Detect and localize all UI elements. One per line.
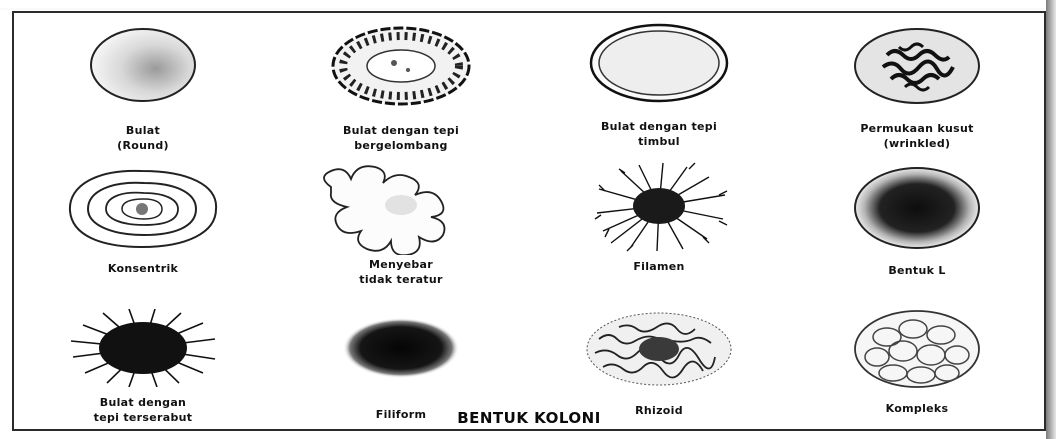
colony-cell-irregular: Menyebar tidak teratur	[272, 157, 530, 287]
colony-label-wrinkled: Permukaan kusut (wrinkled)	[788, 121, 1046, 151]
concentric-colony-drawing	[58, 163, 228, 253]
filament-colony-drawing	[579, 159, 739, 253]
round-colony-drawing	[83, 25, 203, 105]
colony-cell-raised-rim: Bulat dengan tepi timbul	[530, 21, 788, 149]
rhizoid-colony-drawing	[579, 309, 739, 389]
colony-cell-rhizoid: Rhizoid	[530, 309, 788, 418]
colony-cell-complex: Kompleks	[788, 307, 1046, 416]
colony-label-concentric: Konsentrik	[14, 261, 272, 276]
right-edge-shadow	[1046, 0, 1056, 439]
colony-label-round: Bulat (Round)	[14, 123, 272, 153]
filiform-colony-drawing	[336, 315, 466, 381]
colony-cell-wrinkled: Permukaan kusut (wrinkled)	[788, 25, 1046, 151]
colony-cell-round: Bulat (Round)	[14, 25, 272, 153]
diagram-title: BENTUK KOLONI	[14, 409, 1044, 427]
colony-label-raised-rim: Bulat dengan tepi timbul	[530, 119, 788, 149]
colony-cell-concentric: Konsentrik	[14, 163, 272, 276]
colony-label-irregular: Menyebar tidak teratur	[272, 257, 530, 287]
wavy-edge-colony-drawing	[326, 25, 476, 107]
colony-label-filament: Filamen	[530, 259, 788, 274]
colony-label-wavy: Bulat dengan tepi bergelombang	[272, 123, 530, 153]
fibrous-edge-colony-drawing	[63, 309, 223, 387]
colony-cell-fibrous: Bulat dengan tepi terserabut	[14, 309, 272, 425]
colony-cell-filament: Filamen	[530, 159, 788, 274]
wrinkled-colony-drawing	[847, 25, 987, 107]
colony-cell-l-form: Bentuk L	[788, 163, 1046, 278]
l-form-colony-drawing	[847, 163, 987, 253]
complex-colony-drawing	[847, 307, 987, 391]
colony-cell-filiform: Filiform	[272, 315, 530, 422]
colony-label-l-form: Bentuk L	[788, 263, 1046, 278]
raised-rim-colony-drawing	[584, 21, 734, 105]
irregular-spreading-colony-drawing	[301, 157, 501, 255]
colony-cell-wavy: Bulat dengan tepi bergelombang	[272, 25, 530, 153]
colony-diagram-frame: Bulat (Round) Bulat dengan tepi bergelom…	[12, 11, 1046, 431]
